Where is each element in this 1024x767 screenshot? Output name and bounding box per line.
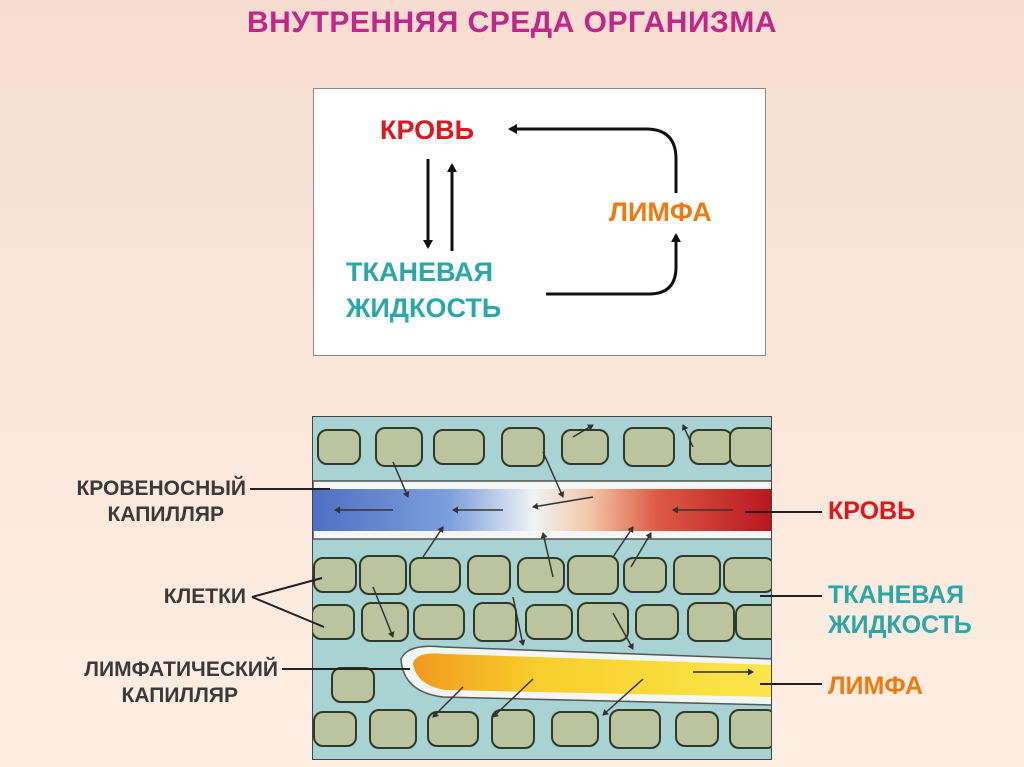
tissue-cell — [314, 712, 356, 746]
tissue-cell — [526, 605, 572, 639]
scheme-lymph-label: ЛИМФА — [609, 197, 712, 228]
tissue-cell — [688, 603, 734, 641]
tissue-cell — [624, 558, 666, 592]
label-blood-capillary-1: КРОВЕНОСНЫЙ — [10, 476, 246, 502]
tissue-cell — [360, 556, 406, 594]
tissue-cell — [492, 710, 534, 748]
tissue-cell — [414, 605, 464, 639]
page-title: ВНУТРЕННЯЯ СРЕДА ОРГАНИЗМА — [0, 6, 1024, 40]
tissue-cell — [736, 605, 772, 639]
tissue-cell — [313, 605, 354, 639]
tissue-cell — [610, 710, 660, 748]
tissue-cell — [410, 558, 460, 592]
label-lymph-capillary-1: ЛИМФАТИЧЕСКИЙ — [10, 657, 278, 683]
tissue-cell — [474, 603, 516, 641]
arrow-tissue-to-lymph — [546, 235, 676, 294]
tissue-cell — [434, 430, 484, 464]
tissue-cell — [636, 605, 678, 639]
arrow-lymph-to-blood — [510, 129, 676, 193]
tissue-cell — [724, 558, 772, 592]
circulation-scheme: КРОВЬ ЛИМФА ТКАНЕВАЯ ЖИДКОСТЬ — [313, 88, 766, 356]
scheme-tissue-label-2: ЖИДКОСТЬ — [346, 293, 501, 324]
tissue-cell — [676, 712, 718, 746]
tissue-cell — [568, 556, 618, 594]
tissue-cell — [370, 710, 416, 748]
label-tissue-fluid-2: ЖИДКОСТЬ — [828, 610, 972, 640]
label-lymph-capillary: ЛИМФАТИЧЕСКИЙ КАПИЛЛЯР — [10, 657, 278, 709]
tissue-cell — [730, 428, 772, 466]
tissue-cell — [332, 668, 374, 702]
label-cells: КЛЕТКИ — [10, 584, 246, 610]
tissue-cell — [318, 430, 360, 464]
tissue-cell — [690, 430, 732, 464]
tissue-cell — [674, 556, 720, 594]
tissue-cell — [428, 712, 478, 746]
scheme-blood-label: КРОВЬ — [380, 115, 474, 146]
tissue-cell — [730, 710, 772, 748]
label-blood-capillary-2: КАПИЛЛЯР — [10, 502, 246, 528]
tissue-cell — [578, 603, 628, 641]
label-lymph: ЛИМФА — [828, 671, 923, 701]
tissue-illustration — [312, 416, 772, 760]
tissue-cell — [468, 556, 510, 594]
tissue-cell — [314, 558, 356, 592]
label-blood: КРОВЬ — [828, 496, 915, 526]
tissue-cell — [362, 603, 408, 641]
scheme-tissue-label-1: ТКАНЕВАЯ — [346, 257, 493, 288]
tissue-cell — [552, 712, 598, 746]
tissue-cell — [376, 428, 422, 466]
tissue-cell — [562, 430, 608, 464]
label-tissue-fluid: ТКАНЕВАЯ ЖИДКОСТЬ — [828, 580, 972, 640]
label-tissue-fluid-1: ТКАНЕВАЯ — [828, 580, 972, 610]
label-lymph-capillary-2: КАПИЛЛЯР — [10, 683, 278, 709]
tissue-cell — [518, 558, 564, 592]
tissue-cell — [502, 428, 544, 466]
label-blood-capillary: КРОВЕНОСНЫЙ КАПИЛЛЯР — [10, 476, 246, 528]
tissue-cell — [624, 428, 674, 466]
